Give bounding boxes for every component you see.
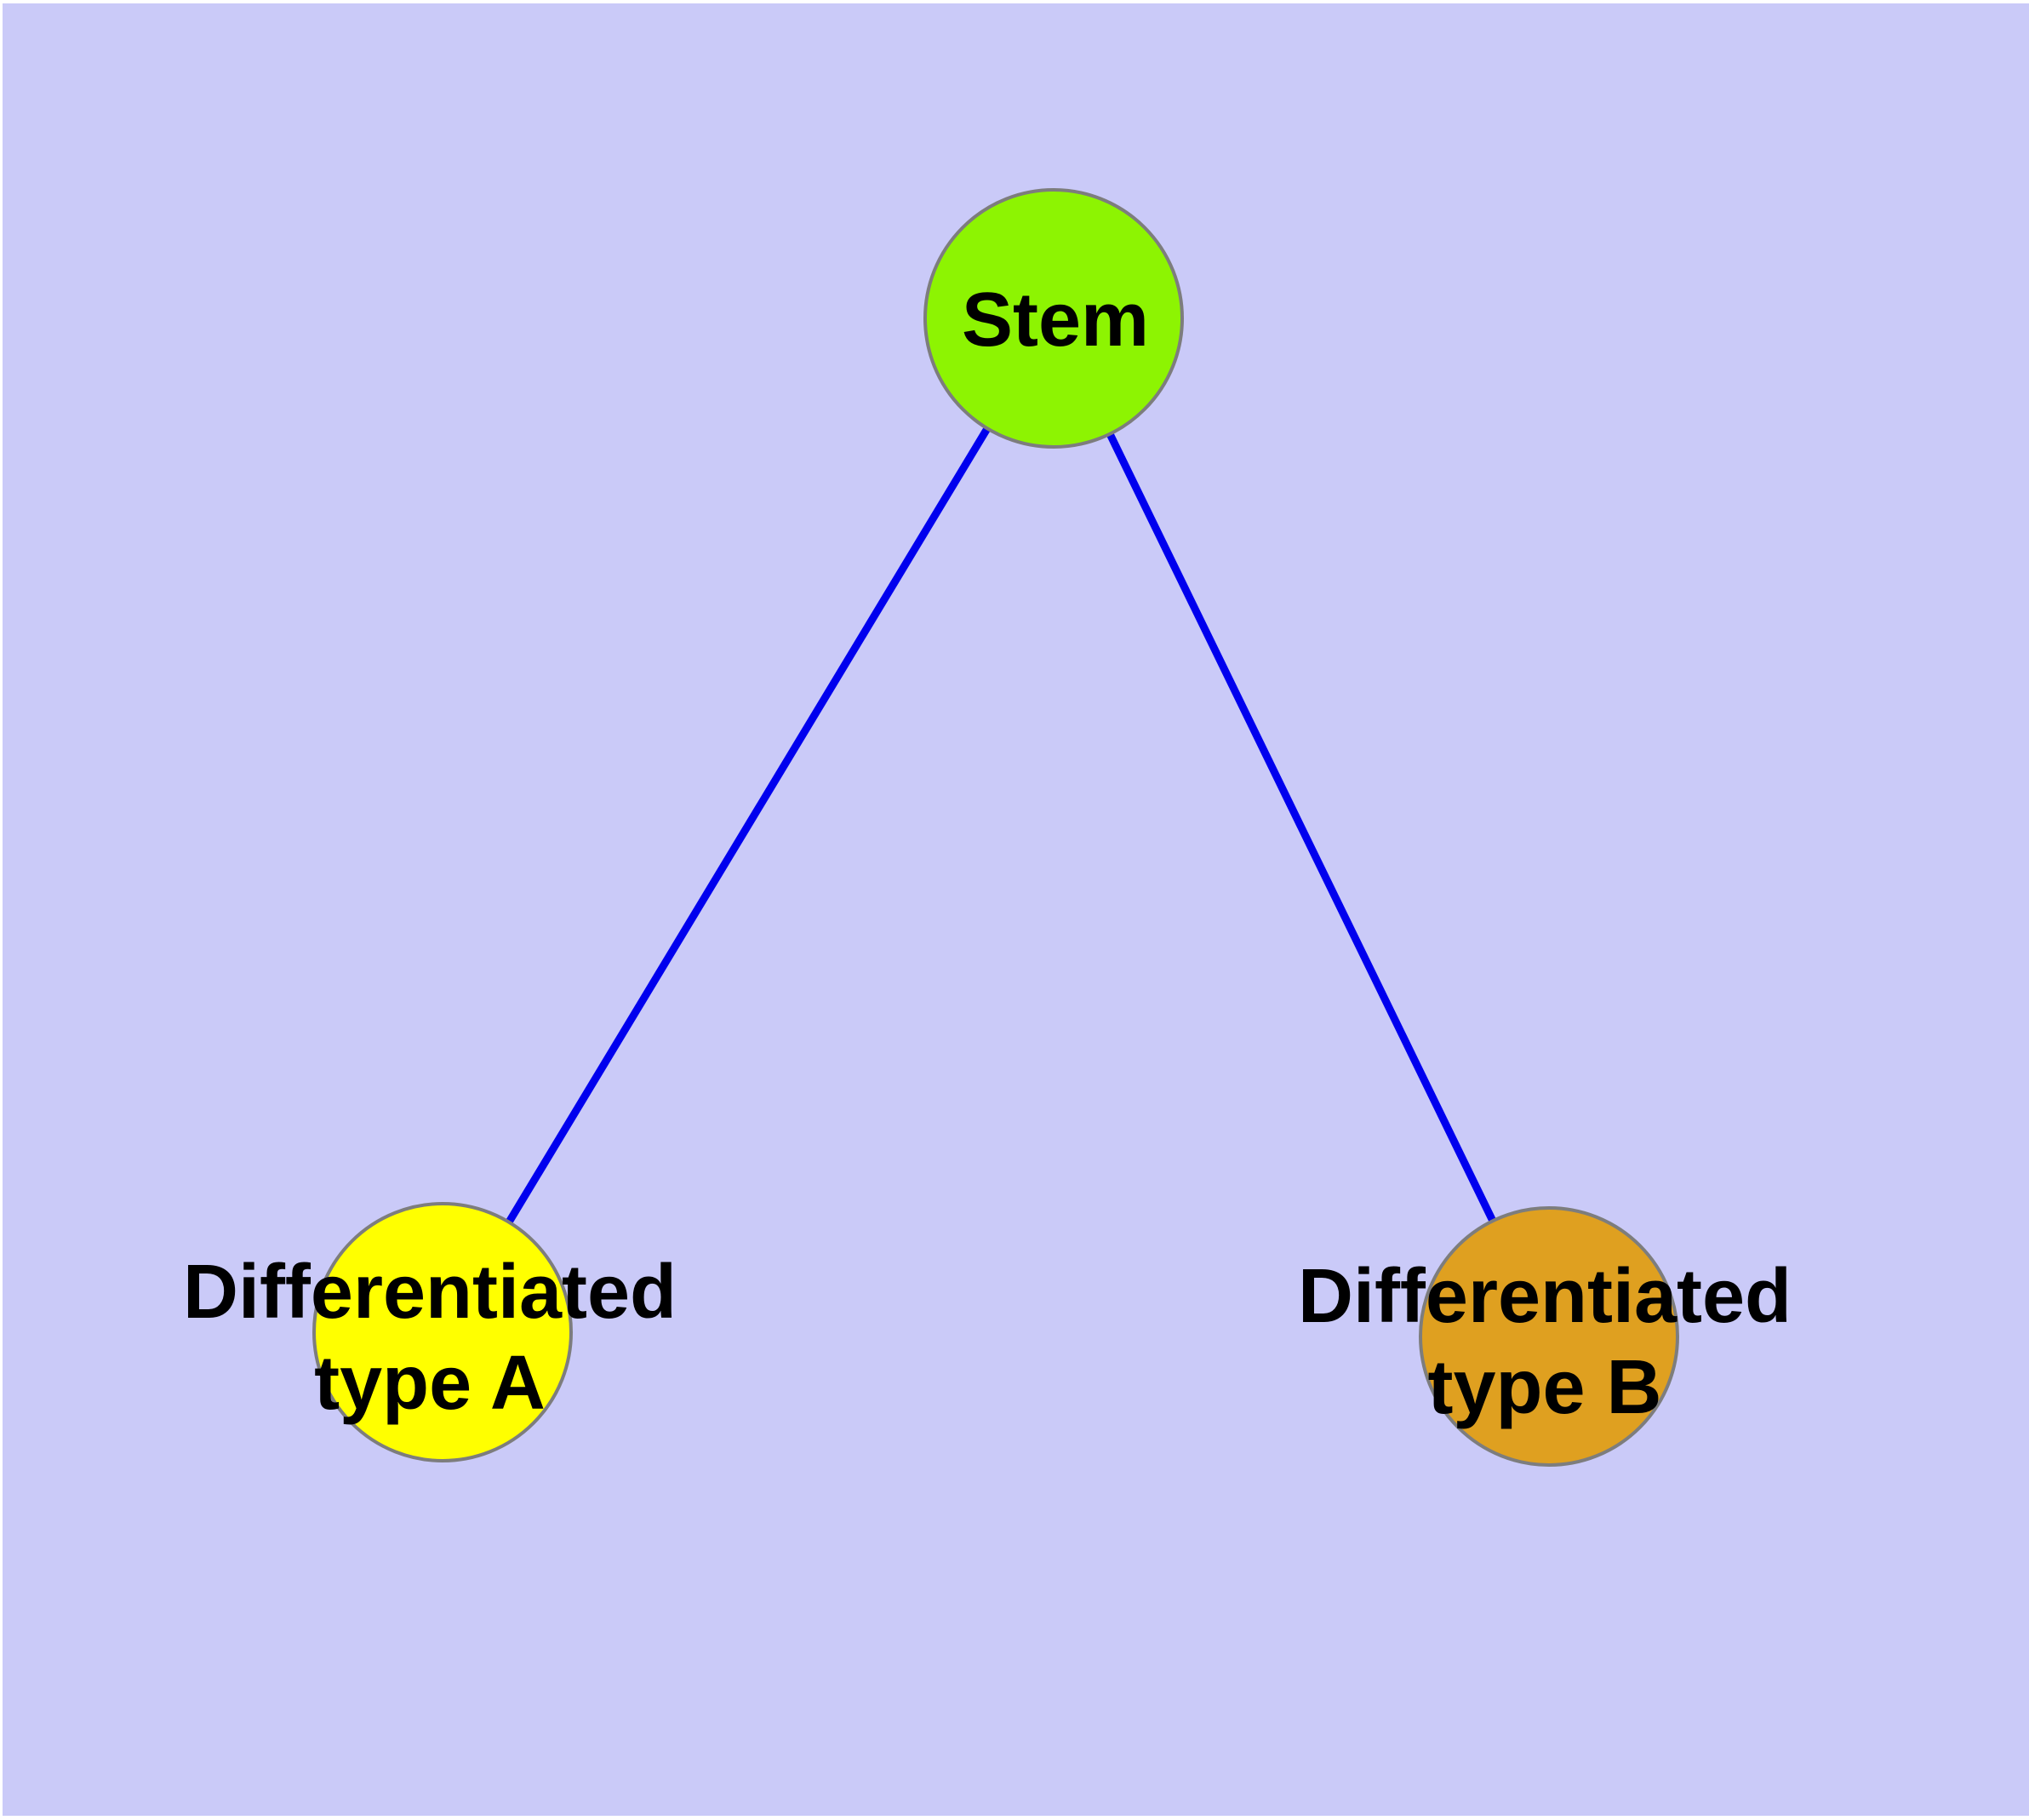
node-type-a-label-line-2: type A <box>314 1341 546 1426</box>
edge-stem-to-type-a <box>439 316 1057 1335</box>
edge-stem-to-type-b <box>1049 317 1553 1338</box>
node-type-a-label-line-1: Differentiated <box>183 1250 677 1335</box>
node-type-b-circle <box>1419 1206 1679 1467</box>
node-differentiated-type-a: Differentiated type A <box>183 1202 677 1462</box>
node-type-b-label-line-1: Differentiated <box>1298 1254 1792 1339</box>
node-stem-label: Stem <box>962 278 1149 363</box>
node-type-b-label-line-2: type B <box>1427 1345 1661 1430</box>
node-stem: Stem <box>923 188 1184 449</box>
node-differentiated-type-b: Differentiated type B <box>1298 1206 1792 1467</box>
node-type-a-circle <box>312 1202 573 1462</box>
node-stem-circle <box>923 188 1184 449</box>
